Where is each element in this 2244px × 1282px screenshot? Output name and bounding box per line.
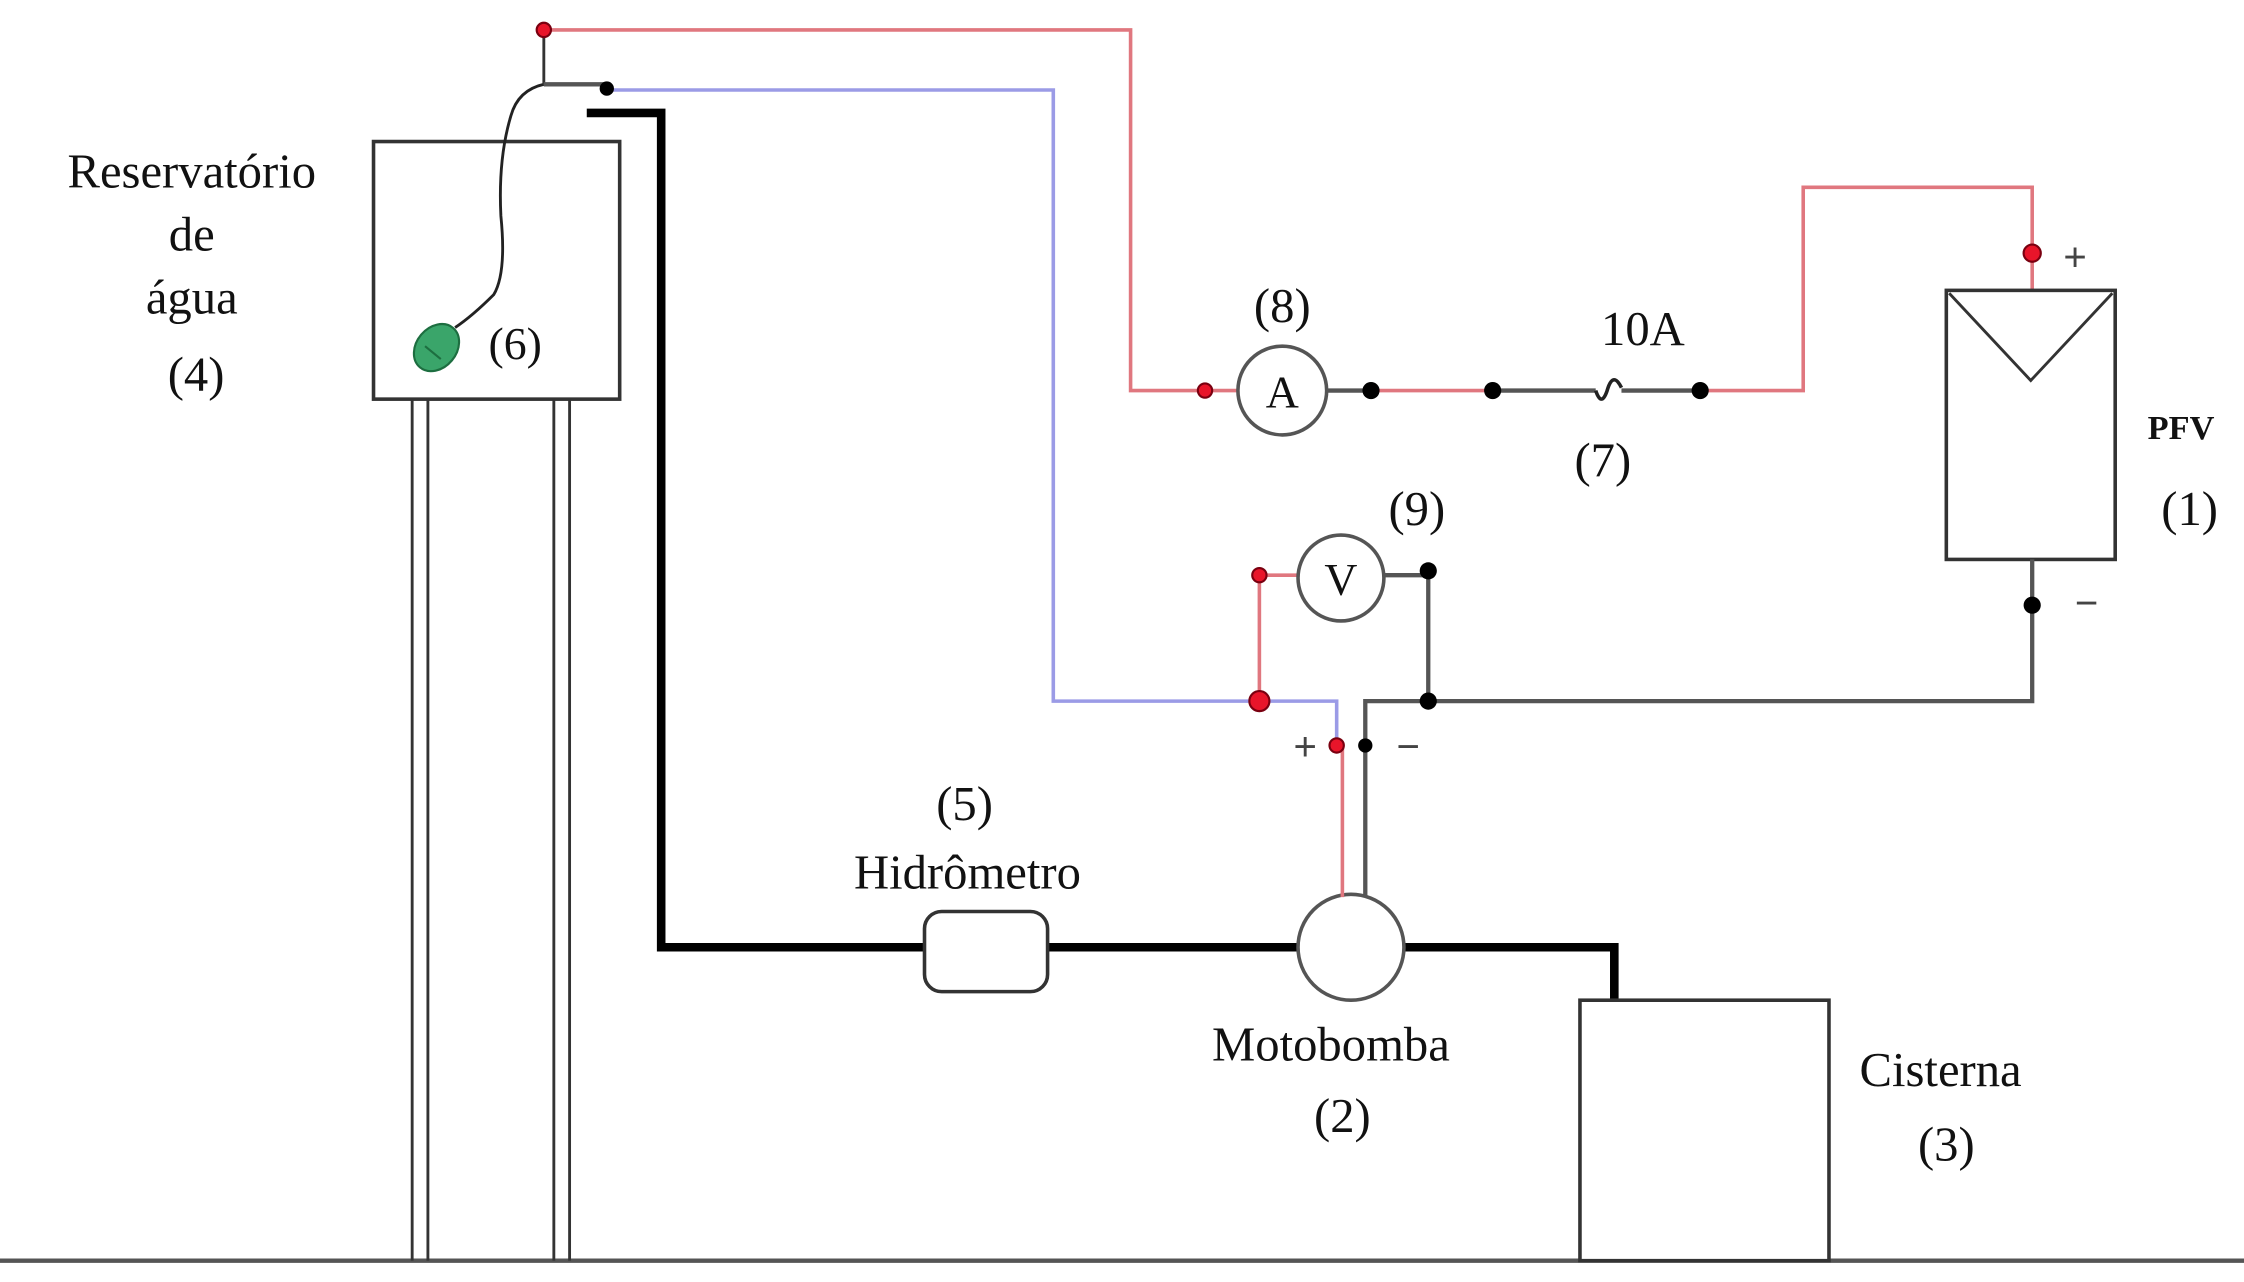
terminal-ammeter-out — [1362, 381, 1380, 400]
voltmeter-icon — [1296, 533, 1386, 623]
fuse-icon — [1594, 378, 1624, 401]
voltmeter-number: (9) — [1388, 482, 1445, 536]
pv-plus-sign: + — [2063, 235, 2086, 279]
voltmeter-negative-wire — [1383, 573, 1431, 702]
hydrometer-number: (5) — [936, 777, 993, 831]
positive-wire-top — [543, 28, 1206, 393]
pump-label: Motobomba — [1212, 1017, 1450, 1071]
reservoir-label-1: Reservatório — [68, 144, 317, 198]
cistern-number: (3) — [1918, 1117, 1975, 1171]
terminals — [535, 21, 2042, 754]
pv-number: (1) — [2161, 482, 2218, 536]
terminal-float-positive — [535, 21, 553, 39]
terminal-pump-positive — [1328, 737, 1345, 754]
terminal-fuse-in — [1484, 381, 1502, 400]
positive-wire-to-pv — [1700, 185, 2034, 393]
pv-minus-sign: − — [2075, 582, 2098, 626]
ammeter-number: (8) — [1254, 279, 1311, 333]
float-switch-number: (6) — [489, 318, 542, 369]
terminal-pump-negative — [1358, 738, 1373, 753]
ammeter-symbol: A — [1266, 367, 1299, 418]
fuse-rating: 10A — [1601, 302, 1685, 356]
terminal-negative-junction — [1419, 692, 1437, 710]
pump-minus-sign: − — [1397, 725, 1420, 769]
terminal-pv-negative — [2023, 596, 2041, 614]
terminal-pv-positive — [2022, 243, 2042, 263]
terminal-fuse-out — [1691, 381, 1709, 400]
voltmeter-symbol: V — [1324, 554, 1357, 605]
cistern-tank — [1578, 998, 1831, 1263]
pv-panel — [1944, 288, 2117, 562]
reservoir-number: (4) — [168, 348, 225, 402]
voltmeter-positive-wire — [1257, 573, 1297, 702]
reservoir-label-3: água — [146, 270, 238, 324]
pump-icon — [1296, 892, 1406, 1003]
float-switch-cable — [454, 82, 545, 329]
reservoir-legs — [410, 399, 572, 1261]
cistern-label: Cisterna — [1860, 1043, 2022, 1097]
hydrometer-label: Hidrômetro — [854, 846, 1081, 900]
pv-label: PFV — [2148, 409, 2215, 447]
terminal-voltmeter-out — [1419, 562, 1437, 580]
pv-panel-symbol — [1948, 292, 2114, 383]
negative-wire — [1363, 559, 2035, 746]
terminal-voltmeter-junction — [1248, 690, 1271, 713]
switched-wire — [606, 88, 1339, 746]
pump-number: (2) — [1314, 1089, 1371, 1143]
reservoir-label-2: de — [169, 207, 215, 261]
terminal-float-switched — [599, 81, 614, 96]
terminal-voltmeter-in — [1251, 566, 1268, 584]
pump-plus-sign: + — [1293, 725, 1316, 769]
water-pipe-suction — [1402, 942, 1619, 1021]
terminal-ammeter-in — [1196, 382, 1214, 399]
float-switch-icon — [412, 322, 461, 373]
fuse-number: (7) — [1574, 433, 1631, 487]
hydrometer-icon — [922, 909, 1050, 994]
